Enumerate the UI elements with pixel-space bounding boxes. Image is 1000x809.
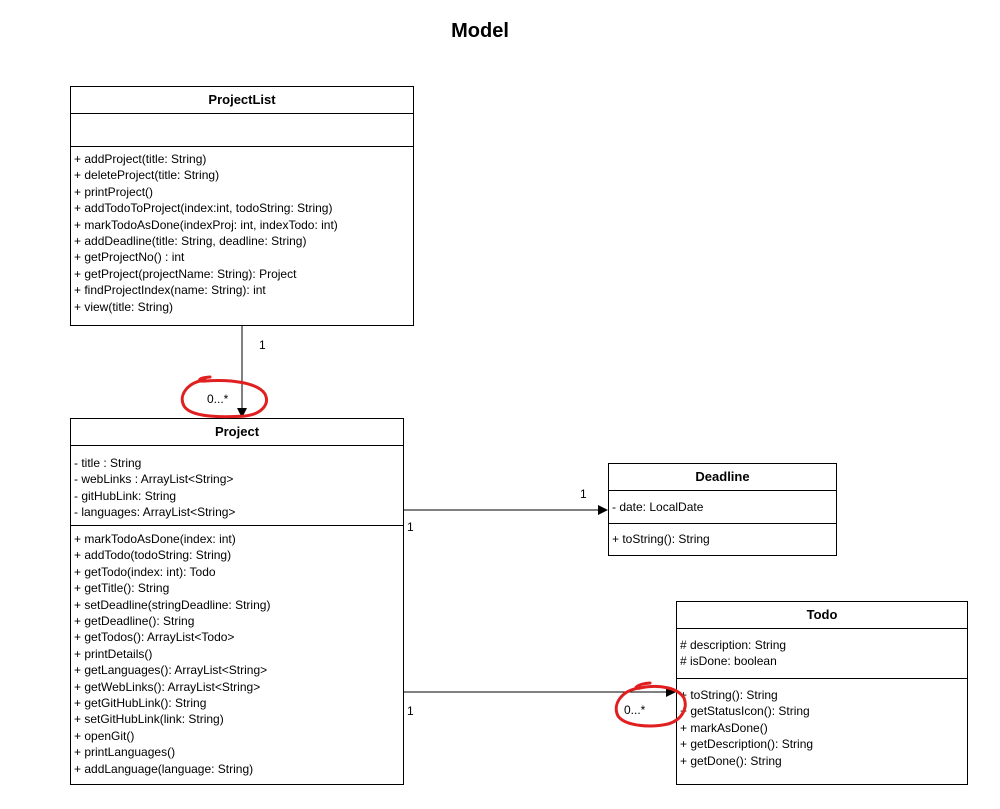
method-line: + toString(): String <box>680 688 778 702</box>
arrowhead <box>237 408 247 418</box>
method-line: + printLanguages() <box>74 745 176 760</box>
method-line: + getTitle(): String <box>74 581 170 596</box>
multiplicity-deadline: 1 <box>580 487 587 501</box>
association-projectlist-project <box>237 326 247 418</box>
class-name: Project <box>71 419 403 446</box>
method-line: + addDeadline(title: String, deadline: S… <box>74 234 307 249</box>
multiplicity-project-to-deadline: 1 <box>407 520 414 534</box>
class-name: ProjectList <box>71 87 413 114</box>
method-line: + markAsDone() <box>680 720 768 735</box>
method-line: + openGit() <box>74 728 135 743</box>
method-line: + getDescription(): String <box>680 737 814 752</box>
attributes-section <box>71 114 413 147</box>
method-line: + getGitHubLink(): String <box>74 696 207 711</box>
attribute-line: - webLinks : ArrayList<String> <box>74 472 234 487</box>
method-line: + findProjectIndex(name: String): int <box>74 283 266 298</box>
method-line: + setDeadline(stringDeadline: String) <box>74 597 271 612</box>
method-line: + getDeadline(): String <box>74 614 195 629</box>
class-projectlist: ProjectList + addProject(title: String)+… <box>70 86 414 326</box>
method-line: + view(title: String) <box>74 299 174 314</box>
class-project: Project - title : String - webLinks : Arr… <box>70 418 404 785</box>
method-line: + addProject(title: String) <box>74 152 207 166</box>
method-line: + getTodos(): ArrayList<Todo> <box>74 630 235 645</box>
methods-section: + markTodoAsDone(index: int) + addTodo(to… <box>71 526 403 781</box>
method-line: + addTodoToProject(index:int, todoString… <box>74 201 333 216</box>
method-line: + getDone(): String <box>680 753 782 768</box>
multiplicity-project-to-todo: 1 <box>407 704 414 718</box>
method-line: + getTodo(index: int): Todo <box>74 564 216 579</box>
association-project-deadline <box>404 505 608 515</box>
diagram-title: Model <box>451 20 509 42</box>
method-line: + deleteProject(title: String) <box>74 168 220 183</box>
multiplicity-project: 0...* <box>207 392 229 406</box>
attribute-line: - languages: ArrayList<String> <box>74 505 236 520</box>
methods-section: + addProject(title: String) + deleteProje… <box>71 147 413 319</box>
method-line: + getProject(projectName: String): Proje… <box>74 266 297 281</box>
method-line: + getProjectNo() : int <box>74 250 185 265</box>
attribute-line: - date: LocalDate <box>612 500 704 514</box>
attribute-line: - title : String <box>74 456 142 470</box>
class-name: Deadline <box>609 464 836 491</box>
attribute-line: # description: String <box>680 638 787 652</box>
highlight-circle-projectlist <box>180 375 268 419</box>
attributes-section: - date: LocalDate <box>609 491 836 524</box>
method-line: + markTodoAsDone(index: int) <box>74 532 236 546</box>
method-line: + printProject() <box>74 184 154 199</box>
attributes-section: - title : String - webLinks : ArrayList<S… <box>71 446 403 526</box>
method-line: + getStatusIcon(): String <box>680 704 810 719</box>
attribute-line: - gitHubLink: String <box>74 488 177 503</box>
methods-section: + toString(): String <box>609 524 836 551</box>
methods-section: + toString(): String + getStatusIcon(): S… <box>677 679 967 773</box>
multiplicity-projectlist: 1 <box>259 338 266 352</box>
method-line: + getLanguages(): ArrayList<String> <box>74 663 268 678</box>
method-line: + markTodoAsDone(indexProj: int, indexTo… <box>74 217 338 232</box>
method-line: + addLanguage(language: String) <box>74 761 254 776</box>
method-line: + setGitHubLink(link: String) <box>74 712 224 727</box>
attribute-line: # isDone: boolean <box>680 654 777 669</box>
method-line: + toString(): String <box>612 532 710 546</box>
highlight-circle-todo <box>614 681 687 728</box>
attributes-section: # description: String # isDone: boolean <box>677 629 967 679</box>
class-name: Todo <box>677 602 967 629</box>
arrowhead <box>598 505 608 515</box>
class-todo: Todo # description: String # isDone: bool… <box>676 601 968 785</box>
method-line: + addTodo(todoString: String) <box>74 548 232 563</box>
multiplicity-todo: 0...* <box>624 703 646 717</box>
class-deadline: Deadline - date: LocalDate + toString():… <box>608 463 837 556</box>
method-line: + printDetails() <box>74 646 153 661</box>
method-line: + getWebLinks(): ArrayList<String> <box>74 679 261 694</box>
